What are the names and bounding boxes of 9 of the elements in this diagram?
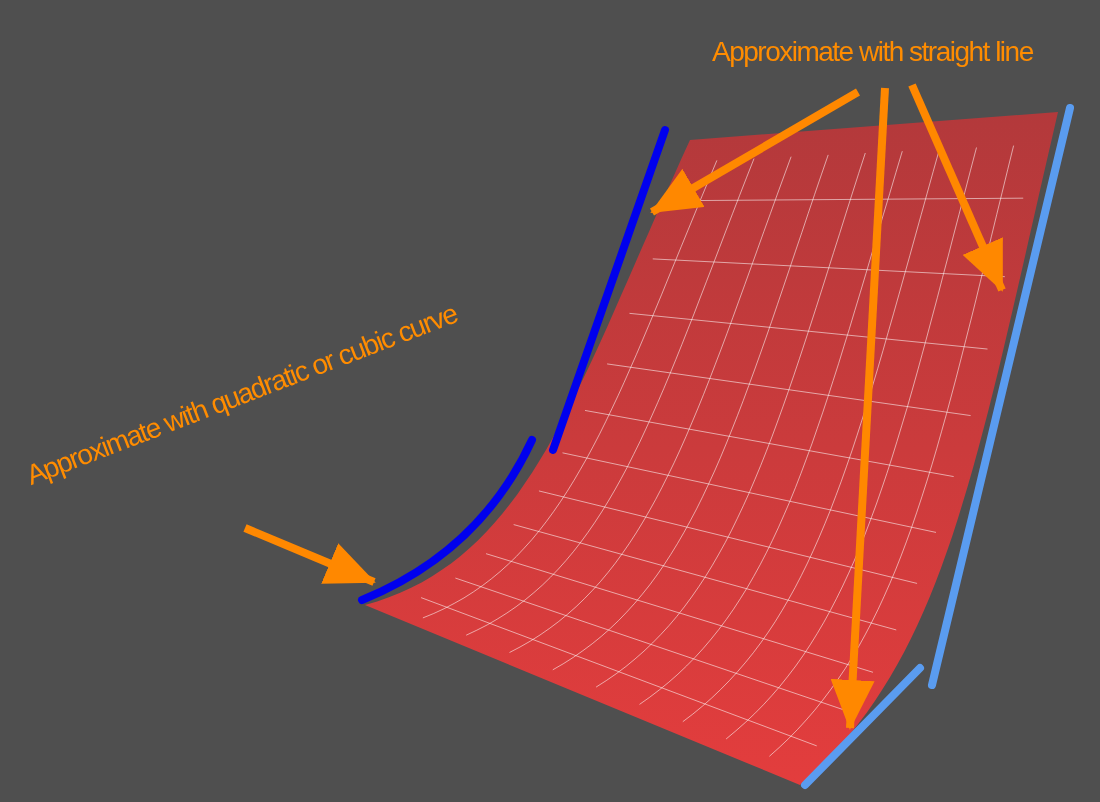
arrow bbox=[830, 87, 889, 730]
straight-line bbox=[549, 126, 669, 454]
curve-line bbox=[358, 436, 536, 604]
arrow bbox=[243, 524, 376, 586]
arrow bbox=[908, 83, 1006, 292]
straight-line bbox=[801, 664, 924, 789]
annotation-label: Approximate with straight line bbox=[712, 36, 1033, 68]
arrow bbox=[650, 88, 860, 216]
straight-line bbox=[928, 104, 1074, 689]
